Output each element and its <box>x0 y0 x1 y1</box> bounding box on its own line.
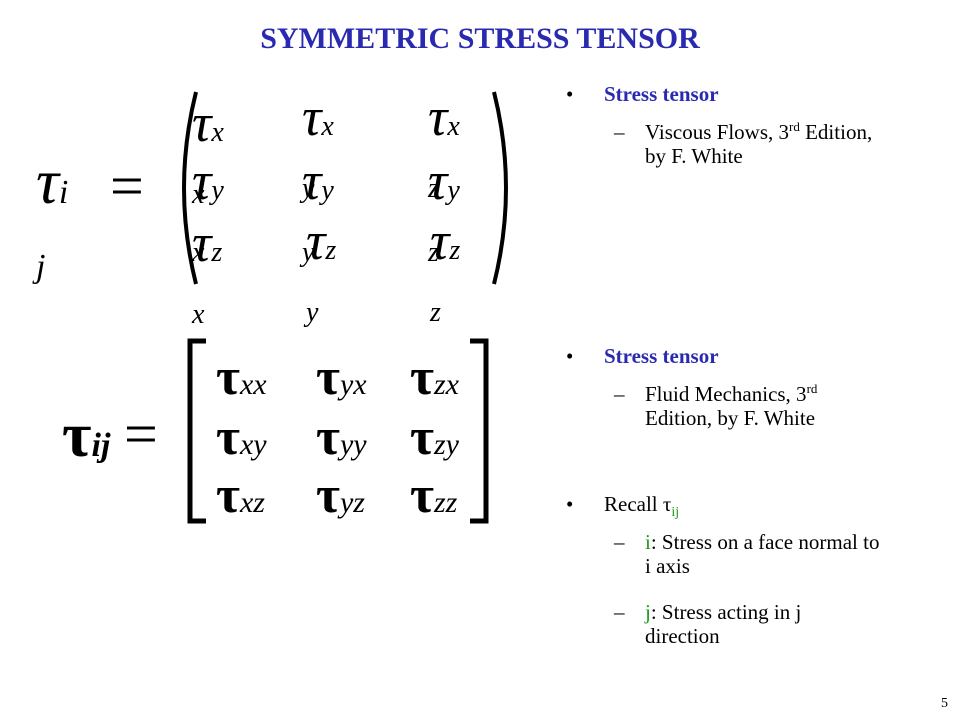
sub-bullet-text: Viscous Flows, 3rd Edition, by F. White <box>645 119 873 168</box>
matrix-cell: τy y <box>302 151 334 268</box>
matrix-cell: τx z <box>428 87 460 204</box>
matrix-cell: τy z <box>428 151 460 268</box>
matrix-cell: τxz <box>216 467 265 524</box>
equation-lhs: τi j <box>36 146 69 285</box>
left-paren-icon <box>182 91 198 285</box>
sub-bullet-text: j: Stress acting in j direction <box>645 600 802 648</box>
matrix-cell: τx x <box>192 93 224 210</box>
bullet-icon: • <box>566 82 574 106</box>
slide-title: SYMMETRIC STRESS TENSOR <box>260 22 700 55</box>
equals-sign: = <box>110 153 144 219</box>
bullet-label: Stress tensor <box>604 344 719 368</box>
dash-icon: – <box>614 382 625 406</box>
matrix-cell: τzz <box>410 467 458 524</box>
matrix-cell: τyz <box>316 467 365 524</box>
matrix-cell: τz x <box>192 213 223 330</box>
dash-icon: – <box>614 120 625 144</box>
dash-icon: – <box>614 530 625 554</box>
equals-sign: = <box>124 401 158 467</box>
bullet-label: Recall τij <box>604 492 680 521</box>
equation-lhs: τij <box>62 399 111 470</box>
sub-bullet-text: Fluid Mechanics, 3rd Edition, by F. Whit… <box>645 381 818 430</box>
right-paren-icon <box>492 91 508 285</box>
matrix-cell: τy x <box>192 151 224 268</box>
bullet-label: Stress tensor <box>604 82 719 106</box>
matrix-cell: τz y <box>306 211 337 328</box>
matrix-cell: τxy <box>216 409 267 466</box>
bullet-icon: • <box>566 344 574 368</box>
page-number: 5 <box>941 696 948 711</box>
matrix-cell: τzy <box>410 409 459 466</box>
matrix-cell: τzx <box>410 349 459 406</box>
matrix-cell: τxx <box>216 349 267 406</box>
matrix-cell: τx y <box>302 87 334 204</box>
matrix-cell: τyx <box>316 349 367 406</box>
left-bracket-icon <box>187 338 206 524</box>
matrix-cell: τz z <box>430 211 461 328</box>
bullet-icon: • <box>566 492 574 516</box>
right-bracket-icon <box>470 338 489 524</box>
sub-bullet-text: i: Stress on a face normal to i axis <box>645 530 880 578</box>
dash-icon: – <box>614 600 625 624</box>
matrix-cell: τyy <box>316 409 367 466</box>
